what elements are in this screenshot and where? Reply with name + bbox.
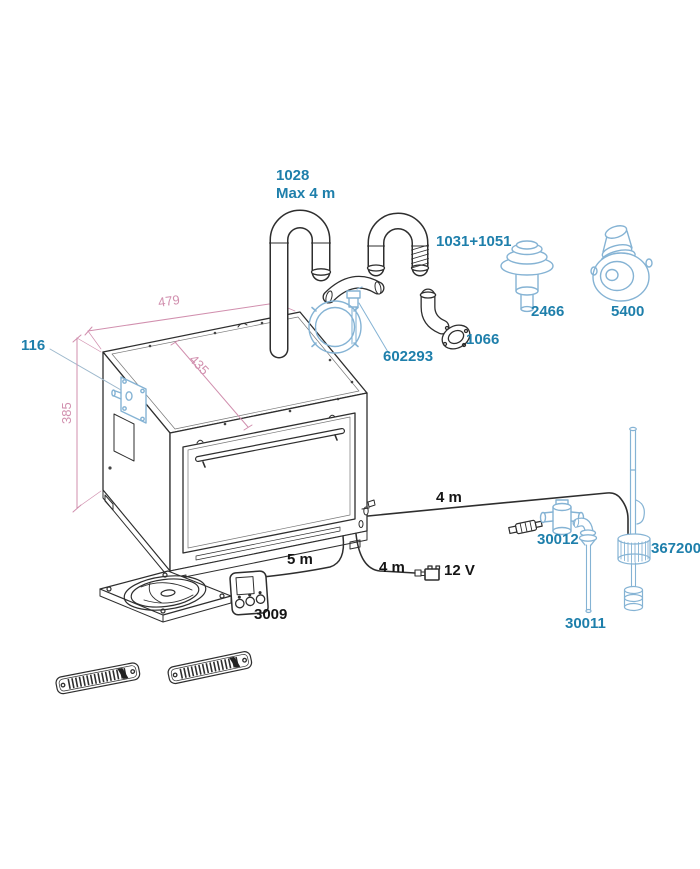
vent-grille-right: [167, 651, 253, 685]
elbow-1066-art: [419, 288, 471, 350]
intake-pump-30011-art: [572, 517, 598, 614]
label-part-2466: 2466: [531, 303, 565, 320]
clamp-602293-art: [308, 286, 363, 354]
roof-cowl-2466-art: [500, 240, 554, 313]
dimension-width: 479: [157, 291, 181, 310]
label-control-cable-length: 5 m: [287, 551, 313, 568]
vent-grille-left: [55, 662, 141, 695]
label-part-116: 116: [21, 337, 46, 354]
label-part-5400: 5400: [611, 303, 645, 320]
water-hose-art: [367, 492, 629, 539]
cables-art: [262, 533, 441, 581]
label-part-30011: 30011: [565, 615, 606, 632]
inline-valve-30012-art: [539, 499, 585, 536]
leader-line-116: [49, 348, 122, 391]
label-part-3009: 3009: [254, 606, 288, 623]
label-power-cable-length: 4 m: [379, 559, 405, 576]
part-number-1028: 1028: [276, 167, 310, 184]
screw-dots: [108, 321, 354, 470]
wall-cowl-5400-art: [590, 225, 653, 302]
fan-assembly-art: [99, 570, 232, 623]
dimension-height: 385: [59, 402, 74, 424]
flue-top-1031-1051-art: [366, 212, 430, 277]
part-note-max-length: Max 4 m: [276, 185, 336, 202]
label-power-supply: 12 V: [444, 562, 475, 579]
leader-line-602293: [358, 302, 389, 353]
oven-unit: [102, 311, 376, 585]
tank-fitting-367200-art: [617, 426, 651, 612]
label-part-602293: 602293: [383, 348, 434, 365]
dimension-lines: [72, 298, 296, 513]
hose-fitting-art: [508, 519, 543, 535]
label-part-1066: 1066: [466, 331, 500, 348]
oven-hose-connectors: [358, 499, 376, 528]
label-part-367200: 367200: [651, 540, 700, 557]
label-part-30012: 30012: [537, 531, 579, 548]
battery-icon: [424, 565, 441, 581]
flue-pipe-1028-art: [268, 209, 332, 359]
side-plate-116-art: [111, 376, 147, 424]
label-water-hose-length: 4 m: [436, 489, 462, 506]
curved-pipe-section-art: [322, 275, 385, 304]
control-panel-3009-art: [229, 570, 269, 616]
label-part-1031-1051: 1031+1051: [436, 233, 512, 250]
label-part-1028: 1028 Max 4 m: [276, 167, 335, 203]
